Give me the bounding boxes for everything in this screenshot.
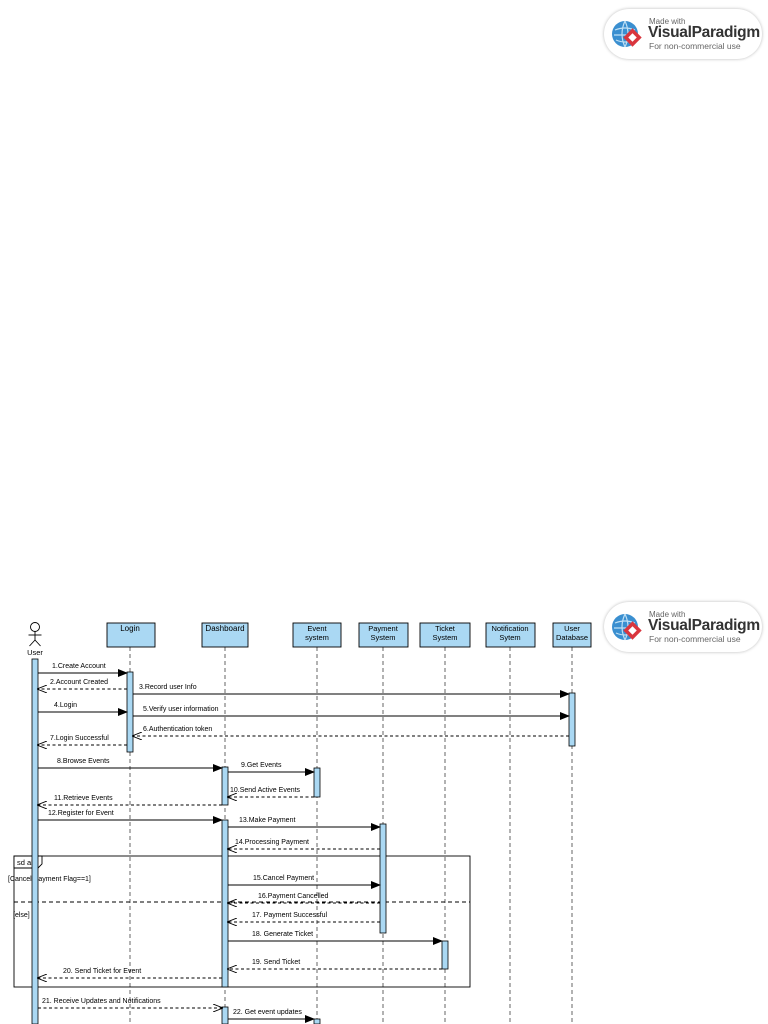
message-22: 22. Get event updates <box>228 1009 315 1023</box>
watermark-brand: VisualParadigm <box>648 24 760 41</box>
actor-user: User <box>27 622 43 657</box>
message-10: 10.Send Active Events <box>228 787 314 797</box>
fragment-guard-1: [Cancel Payment Flag==1] <box>8 876 91 883</box>
message-label: 12.Register for Event <box>48 810 114 817</box>
visual-paradigm-watermark-top: Made with VisualParadigm For non-commerc… <box>604 9 762 59</box>
message-label: 13.Make Payment <box>239 817 295 824</box>
message-label: 1.Create Account <box>52 663 106 670</box>
activation-user-database <box>568 692 576 747</box>
fragment-tag: sd alt <box>17 858 36 867</box>
message-label: 11.Retrieve Events <box>54 795 113 802</box>
activation-ticket-system <box>441 940 449 970</box>
visual-paradigm-logo-icon <box>612 20 642 48</box>
activation-dashboard <box>221 1006 229 1024</box>
message-label: 4.Login <box>54 702 77 709</box>
message-14: 14.Processing Payment <box>228 839 380 849</box>
message-label: 6.Authentication token <box>143 726 212 733</box>
lifeline-label: Dashboard <box>205 624 244 633</box>
message-label: 20. Send Ticket for Event <box>63 968 141 975</box>
message-11: 11.Retrieve Events <box>38 795 222 805</box>
lifeline-label-line: Ticket <box>435 624 456 633</box>
message-7: 7.Login Successful <box>38 735 127 745</box>
lifeline-login: Login <box>106 622 156 648</box>
lifeline-label-line: Sytem <box>499 633 520 642</box>
fragment-guard-2: [else] <box>13 912 30 919</box>
message-6: 6.Authentication token <box>133 726 569 736</box>
lifeline-label-line: Payment <box>368 624 399 633</box>
message-16: 16.Payment Cancelled <box>228 893 380 903</box>
message-5: 5.Verify user information <box>133 706 570 720</box>
watermark-brand: VisualParadigm <box>648 617 760 634</box>
message-4: 4.Login <box>38 702 128 716</box>
watermark-subtitle: For non-commercial use <box>649 41 741 51</box>
message-label: 21. Receive Updates and Notifications <box>42 998 161 1005</box>
lifeline-label-line: Event <box>307 624 327 633</box>
message-3: 3.Record user Info <box>133 684 570 698</box>
message-label: 22. Get event updates <box>233 1009 302 1016</box>
message-8: 8.Browse Events <box>38 758 223 772</box>
lifeline-label-line: Notification <box>491 624 528 633</box>
watermark-subtitle: For non-commercial use <box>649 634 741 644</box>
activation-login <box>126 671 134 753</box>
lifeline-dashboard: Dashboard <box>201 622 249 648</box>
activation-event-system <box>313 767 321 798</box>
message-label: 2.Account Created <box>50 679 108 686</box>
message-label: 15.Cancel Payment <box>253 875 314 882</box>
activation-dashboard <box>221 819 229 988</box>
message-17: 17. Payment Successful <box>228 912 380 922</box>
message-1: 1.Create Account <box>38 663 128 677</box>
message-12: 12.Register for Event <box>38 810 223 824</box>
activation-user <box>31 658 39 1024</box>
message-label: 16.Payment Cancelled <box>258 893 329 900</box>
message-label: 18. Generate Ticket <box>252 931 313 938</box>
activation-payment-system <box>379 823 387 934</box>
message-label: 14.Processing Payment <box>235 839 309 846</box>
message-20: 20. Send Ticket for Event <box>38 968 222 978</box>
message-21: 21. Receive Updates and Notifications <box>38 998 222 1008</box>
message-2: 2.Account Created <box>38 679 127 689</box>
actor-label: User <box>27 648 43 657</box>
message-label: 7.Login Successful <box>50 735 109 742</box>
message-label: 10.Send Active Events <box>230 787 301 794</box>
visual-paradigm-logo-icon <box>612 613 642 641</box>
visual-paradigm-watermark-bottom: Made with VisualParadigm For non-commerc… <box>604 602 762 652</box>
message-18: 18. Generate Ticket <box>228 931 443 945</box>
watermark-made-with: Made with <box>649 17 686 26</box>
activation-event-system <box>313 1018 321 1024</box>
message-label: 8.Browse Events <box>57 758 110 765</box>
watermark-made-with: Made with <box>649 610 686 619</box>
lifeline-label: Login <box>120 624 140 633</box>
lifeline-label-line: System <box>370 633 395 642</box>
message-label: 3.Record user Info <box>139 684 197 691</box>
lifeline-label-line: system <box>305 633 329 642</box>
message-19: 19. Send Ticket <box>228 959 442 969</box>
message-label: 17. Payment Successful <box>252 912 328 919</box>
message-label: 5.Verify user information <box>143 706 219 713</box>
message-13: 13.Make Payment <box>228 817 381 831</box>
message-label: 9.Get Events <box>241 762 282 769</box>
message-9: 9.Get Events <box>228 762 315 776</box>
lifeline-label-line: User <box>564 624 580 633</box>
lifeline-label-line: System <box>432 633 457 642</box>
message-label: 19. Send Ticket <box>252 959 300 966</box>
message-15: 15.Cancel Payment <box>228 875 381 889</box>
lifeline-label-line: Database <box>556 633 588 642</box>
activation-dashboard <box>221 766 229 806</box>
